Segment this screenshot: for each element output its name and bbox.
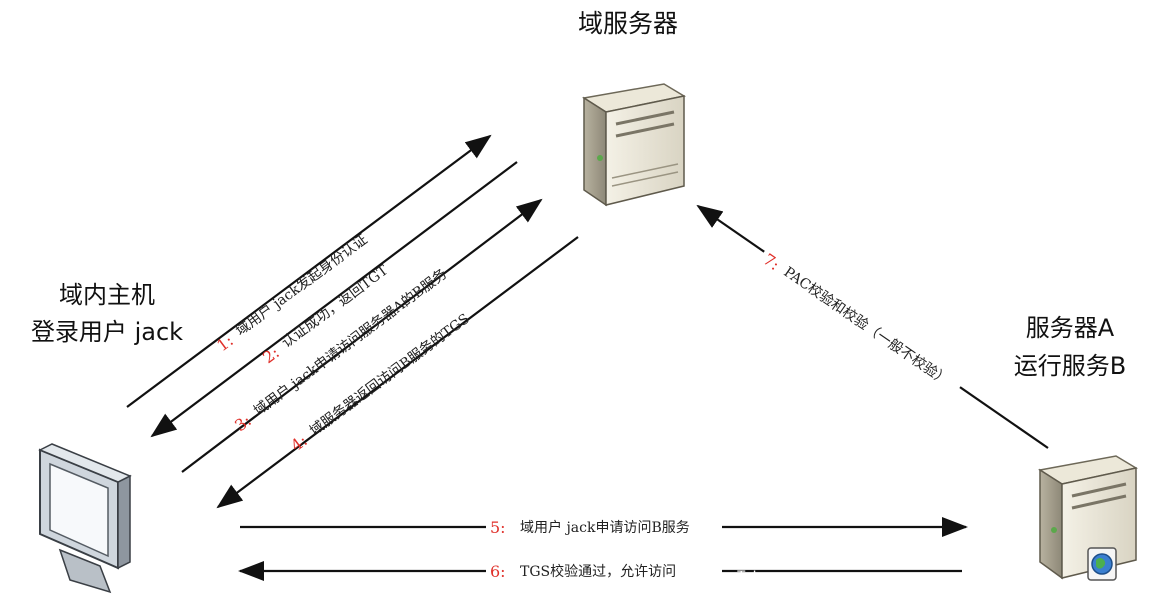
domain-server-label: 域服务器 xyxy=(578,9,678,38)
step4-arrow xyxy=(216,236,579,509)
step2-arrow xyxy=(150,161,518,438)
step6-text: TGS校验通过，允许访问 xyxy=(520,563,676,580)
step4-text: 域服务器返回访问B服务的TGS xyxy=(307,311,473,439)
step1-arrow xyxy=(126,134,492,408)
step3-arrow xyxy=(181,198,543,473)
monitor-icon xyxy=(38,443,132,594)
step5-text: 域用户 jack申请访问B服务 xyxy=(520,519,690,536)
watermark: k.com TuLua xyxy=(696,567,776,583)
client-label-line1: 域内主机 xyxy=(59,281,155,309)
server-tower-icon xyxy=(581,83,687,207)
service-server-label-line1: 服务器A xyxy=(1026,314,1115,342)
step2-text: 认证成功，返回TGT xyxy=(279,262,392,351)
step5-label: 5: 域用户 jack申请访问B服务 xyxy=(486,516,722,538)
client-label-line2: 登录用户 jack xyxy=(31,318,183,346)
step4-label: 4: 域服务器返回访问B服务的TGS xyxy=(287,311,473,455)
step6-label: 6: TGS校验通过，允许访问 k.com TuLua xyxy=(486,560,776,583)
step2-number: 2: xyxy=(259,343,283,368)
service-server-label-line2: 运行服务B xyxy=(1014,352,1126,380)
step5-number: 5: xyxy=(490,518,506,537)
step1-number: 1: xyxy=(213,331,237,356)
server-globe-icon xyxy=(1037,455,1139,581)
step7-label: 7: PAC校验和校验（一般不校验） xyxy=(755,246,964,400)
step7-text: PAC校验和校验（一般不校验） xyxy=(781,263,953,389)
step6-number: 6: xyxy=(490,562,506,581)
